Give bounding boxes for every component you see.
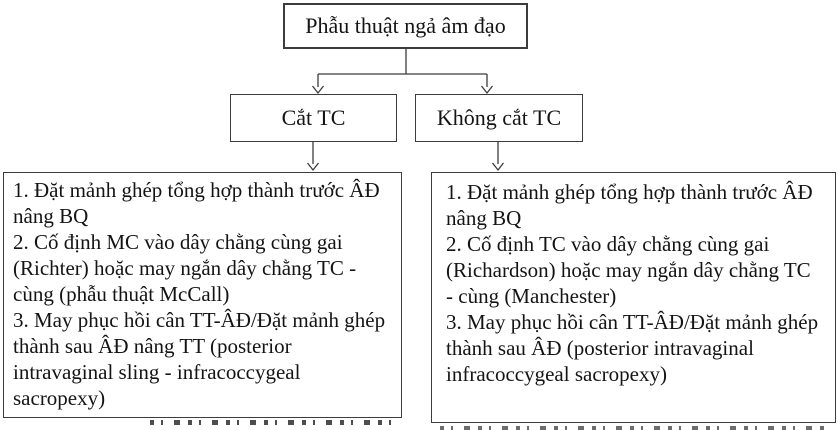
node-root-label: Phẫu thuật ngả âm đạo xyxy=(305,12,506,38)
detail-right-item-1: 1. Đặt mảnh ghép tổng hợp thành trước ÂĐ… xyxy=(446,180,813,230)
cut-off-caption-fragments-left xyxy=(150,420,402,425)
node-detail-left: 1. Đặt mảnh ghép tổng hợp thành trước ÂĐ… xyxy=(3,172,402,418)
node-root: Phẫu thuật ngả âm đạo xyxy=(283,3,528,49)
detail-right-item-2: 2. Cố định TC vào dây chằng cùng gai (Ri… xyxy=(446,232,811,308)
arrowhead-left-detail xyxy=(306,162,320,172)
arrowhead-left-branch xyxy=(311,85,325,95)
detail-right-item-3: 3. May phục hồi cân TT-ÂĐ/Đặt mảnh ghép … xyxy=(446,310,819,386)
node-branch-no-hysterectomy-label: Không cắt TC xyxy=(436,104,562,130)
arrowhead-right-branch xyxy=(480,85,494,95)
node-branch-no-hysterectomy: Không cắt TC xyxy=(415,94,583,142)
cut-off-caption-fragments-right xyxy=(440,426,825,430)
node-branch-hysterectomy-label: Cắt TC xyxy=(281,104,346,130)
node-detail-right: 1. Đặt mảnh ghép tổng hợp thành trước ÂĐ… xyxy=(431,172,836,423)
arrowhead-right-detail xyxy=(491,162,505,172)
detail-left-item-1: 1. Đặt mảnh ghép tổng hợp thành trước ÂĐ… xyxy=(13,178,380,228)
detail-left-item-3: 3. May phục hồi cân TT-ÂĐ/Đặt mảnh ghép … xyxy=(13,308,386,410)
node-branch-hysterectomy: Cắt TC xyxy=(230,94,397,142)
detail-left-item-2: 2. Cố định MC vào dây chằng cùng gai (Ri… xyxy=(13,230,357,306)
